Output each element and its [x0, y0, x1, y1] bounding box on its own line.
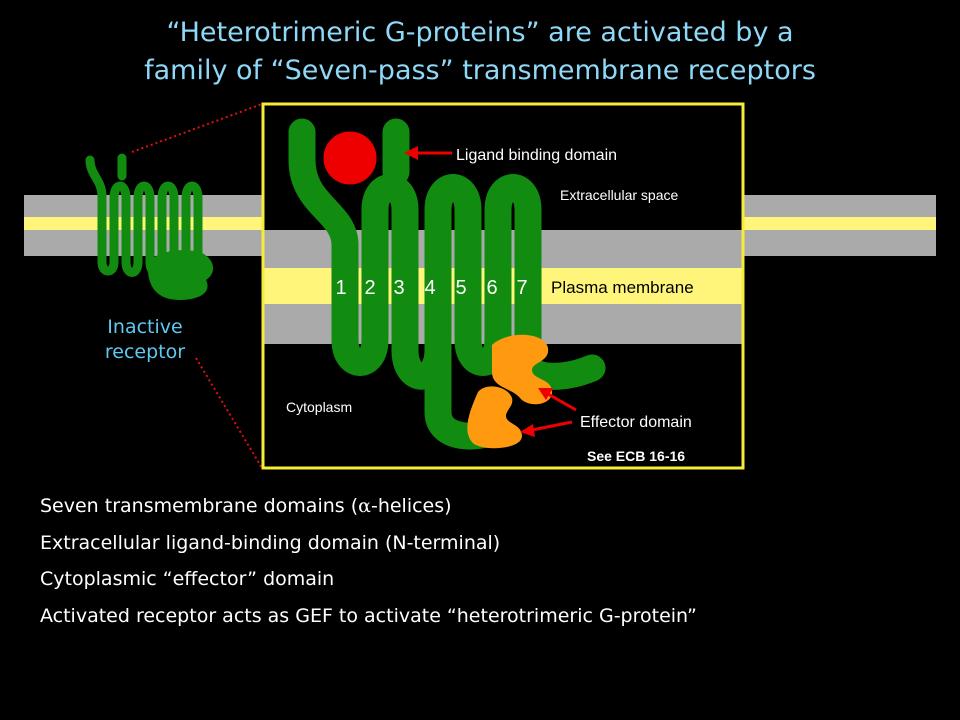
zoom-box-border [261, 102, 745, 470]
ligand-binding-domain-label: Ligand binding domain [456, 147, 617, 164]
helix-number-5: 5 [455, 277, 466, 299]
ligand [322, 130, 378, 186]
slide-title: “Heterotrimeric G-proteins” are activate… [0, 14, 960, 90]
bullet-item-3: Cytoplasmic “effector” domain [40, 568, 335, 590]
helix-number-7: 7 [516, 277, 527, 299]
bullet-item-2: Extracellular ligand-binding domain (N-t… [40, 531, 501, 554]
helix-number-1: 1 [335, 277, 346, 299]
bullet-item-1: Seven transmembrane domains (α-helices) [40, 495, 452, 517]
helix-number-6: 6 [486, 277, 497, 299]
zoom-line-bottom [195, 357, 263, 469]
title-line-1: “Heterotrimeric G-proteins” are activate… [166, 17, 794, 48]
inactive-receptor-icon [85, 153, 214, 300]
arrows [404, 146, 577, 437]
helix-number-3: 3 [393, 277, 404, 299]
effector-arrowhead-upper [538, 388, 553, 400]
helix-number-4: 4 [424, 277, 435, 299]
effector-arrowhead-lower [520, 424, 535, 437]
helix-numbers: 1 2 3 4 5 6 7 [335, 277, 527, 299]
plasma-membrane-label: Plasma membrane [551, 278, 694, 297]
effector-arrow-lower [531, 420, 573, 432]
reference-label: See ECB 16-16 [587, 448, 685, 464]
title-line-2: family of “Seven-pass” transmembrane rec… [144, 55, 816, 86]
ligand-arrowhead [404, 146, 418, 160]
effector-domain-label: Effector domain [580, 414, 692, 431]
helix-number-2: 2 [364, 277, 375, 299]
effector-arrow-upper [547, 392, 577, 412]
bullet-item-4: Activated receptor acts as GEF to activa… [40, 604, 697, 627]
zoom-line-top [131, 103, 263, 153]
alpha-symbol: α [358, 495, 371, 517]
extracellular-space-label: Extracellular space [560, 187, 678, 203]
inactive-label-line-2: receptor [105, 341, 185, 363]
bullet-list: Seven transmembrane domains (α-helices) … [40, 488, 697, 634]
cytoplasm-label: Cytoplasm [286, 399, 352, 415]
inactive-label-line-1: Inactive [107, 316, 182, 338]
effector-domain-shape [467, 334, 552, 449]
